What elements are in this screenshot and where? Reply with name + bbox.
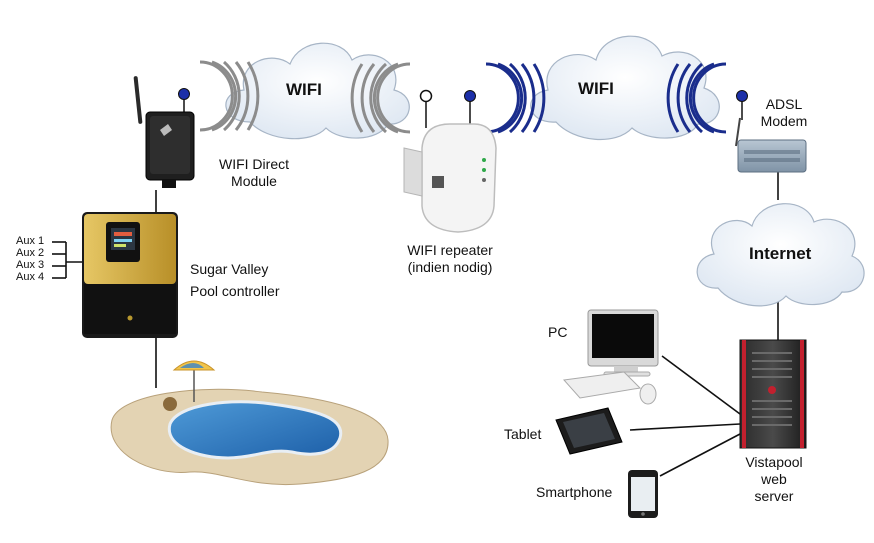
wifi-cloud-right: [530, 35, 720, 141]
antenna-dots: [178, 88, 748, 128]
wave-arc: [520, 63, 536, 133]
wave-arc: [234, 61, 250, 131]
server-label-line2: web: [761, 471, 787, 487]
pool-controller: [82, 212, 178, 338]
wave-arc: [509, 62, 527, 134]
wave-arc: [692, 62, 727, 134]
wave-arc: [676, 63, 692, 133]
server-label: Vistapool web server: [734, 454, 814, 505]
wave-arc: [211, 60, 238, 132]
wave-arc: [246, 61, 260, 131]
wifi-cloud-left-label: WIFI: [286, 80, 322, 99]
aux-4-label: Aux 4: [16, 271, 45, 283]
wave-arc: [497, 62, 524, 134]
wave-arc: [369, 62, 387, 134]
wave-arc: [688, 62, 715, 134]
wave-arc: [223, 60, 241, 132]
pc-computer: [563, 309, 659, 405]
aux-3-label: Aux 3: [16, 259, 45, 271]
smartphone-server-line: [659, 433, 741, 477]
wifi-module-label: WIFI Direct Module: [206, 156, 302, 190]
adsl-modem: [735, 117, 807, 173]
wave-arc: [360, 63, 376, 133]
wave-arc: [376, 62, 411, 134]
repeater-tx-dot: [464, 90, 476, 102]
modem-antenna-dot: [736, 90, 748, 102]
pc-label: PC: [548, 324, 568, 340]
module-antenna-dot: [178, 88, 190, 100]
wave-arc: [199, 60, 234, 132]
aux-1-label: Aux 1: [16, 235, 45, 247]
controller-label-line2: Pool controller: [190, 283, 280, 299]
tablet-label: Tablet: [504, 426, 542, 442]
wave-arc: [485, 62, 520, 134]
smartphone-device: [628, 470, 658, 518]
repeater-label-line1: WIFI repeater: [407, 242, 493, 258]
controller-label: Sugar Valley Pool controller: [190, 258, 280, 302]
wifi-module-label-line2: Module: [231, 173, 277, 189]
web-server-tower: [739, 339, 807, 449]
wifi-module-label-line1: WIFI Direct: [219, 156, 289, 172]
internet-cloud: [696, 203, 865, 307]
pc-server-line: [661, 355, 741, 415]
repeater-label: WIFI repeater (indien nodig): [388, 242, 512, 276]
wifi-waves-left: [199, 60, 411, 134]
server-label-line3: server: [754, 488, 794, 504]
wifi-direct-module: [133, 76, 195, 188]
aux-2-label: Aux 2: [16, 247, 45, 259]
wifi-waves-right: [485, 62, 727, 134]
controller-label-line1: Sugar Valley: [190, 261, 269, 277]
swimming-pool-image: [110, 360, 389, 486]
internet-cloud-label: Internet: [749, 244, 812, 263]
connection-lines: [52, 172, 779, 477]
modem-label-line1: ADSL: [765, 96, 803, 112]
wave-arc: [372, 62, 399, 134]
modem-label-line2: Modem: [760, 113, 808, 129]
tablet-server-line: [629, 423, 741, 431]
wifi-repeater: [403, 123, 497, 233]
server-label-line1: Vistapool: [745, 454, 803, 470]
wave-arc: [685, 62, 703, 134]
repeater-rx-dot: [419, 89, 433, 103]
wave-arc: [350, 63, 364, 133]
tablet-device: [555, 407, 623, 455]
wave-arc: [532, 63, 546, 133]
smartphone-label: Smartphone: [536, 484, 613, 500]
modem-label: ADSL Modem: [756, 96, 812, 130]
repeater-label-line2: (indien nodig): [407, 259, 493, 275]
wifi-cloud-right-label: WIFI: [578, 79, 614, 98]
wave-arc: [666, 63, 680, 133]
